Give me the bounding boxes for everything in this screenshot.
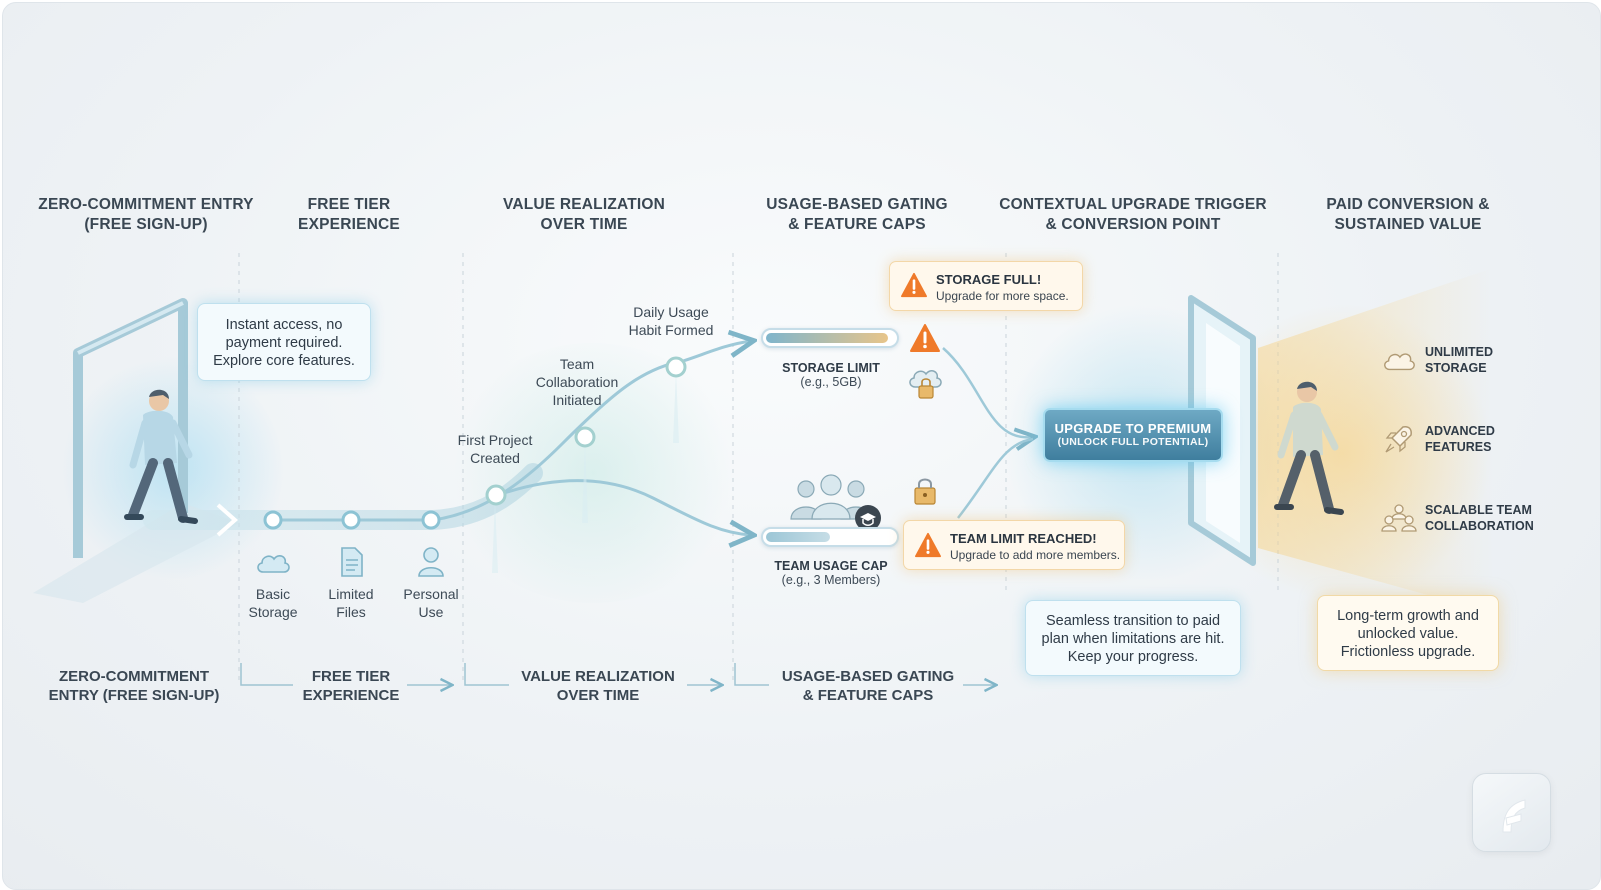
entry-person-icon xyxy=(124,389,198,524)
paid-person-icon xyxy=(1274,381,1344,515)
team-usage-fill xyxy=(766,532,830,542)
team-limit-alert: TEAM LIMIT REACHED! Upgrade to add more … xyxy=(903,520,1125,570)
team-icon xyxy=(1381,504,1417,532)
storage-alert-text: Upgrade for more space. xyxy=(936,289,1069,303)
track-chevron xyxy=(216,503,239,537)
warning-icon xyxy=(901,272,927,298)
cloud-lock-icon xyxy=(909,370,942,399)
storage-limit-bar xyxy=(761,328,899,348)
team-usage-title: TEAM USAGE CAP xyxy=(774,559,888,573)
storage-to-upgrade xyxy=(942,347,1033,437)
heading-paid: PAID CONVERSION & SUSTAINED VALUE xyxy=(1326,196,1490,233)
team-icon xyxy=(790,474,881,531)
storage-full-alert: STORAGE FULL! Upgrade for more space. xyxy=(889,261,1083,311)
heading-entry: ZERO-COMMITMENT ENTRY (FREE SIGN-UP) xyxy=(38,196,254,233)
feature-label-personal: Personal Use xyxy=(403,586,459,620)
team-usage-label: TEAM USAGE CAP (e.g., 3 Members) xyxy=(774,559,887,587)
file-icon xyxy=(341,547,363,577)
feature-label-files: Limited Files xyxy=(328,586,374,620)
upgrade-button-sublabel: (UNLOCK FULL POTENTIAL) xyxy=(1057,436,1209,448)
growth-curve xyxy=(273,341,751,522)
benefit-advanced-features: ADVANCED FEATURES xyxy=(1425,424,1495,454)
footer-stage-value: VALUE REALIZATION OVER TIME xyxy=(521,668,675,704)
growth-note: Long-term growth and unlocked value. Fri… xyxy=(1317,595,1499,671)
footer-stage-free-tier: FREE TIER EXPERIENCE xyxy=(302,668,400,704)
footer-stage-gating: USAGE-BASED GATING & FEATURE CAPS xyxy=(781,668,955,704)
footer-connectors xyxy=(240,663,995,685)
upgrade-to-premium-button[interactable]: UPGRADE TO PREMIUM (UNLOCK FULL POTENTIA… xyxy=(1043,408,1223,462)
team-alert-title: TEAM LIMIT REACHED! xyxy=(950,531,1097,546)
benefit-scalable-team: SCALABLE TEAM COLLABORATION xyxy=(1425,503,1534,533)
free-track xyxy=(143,463,543,530)
team-usage-subtitle: (e.g., 3 Members) xyxy=(781,573,881,587)
team-branch xyxy=(497,479,751,535)
heading-value: VALUE REALIZATION OVER TIME xyxy=(502,196,666,233)
milestone-first-project: First Project Created xyxy=(457,432,533,466)
warning-icon xyxy=(915,532,941,558)
brand-logo xyxy=(1472,773,1551,852)
feature-nodes xyxy=(263,510,441,530)
entry-door-icon xyxy=(73,298,188,558)
team-usage-bar xyxy=(761,527,899,547)
cloud-icon xyxy=(257,554,290,573)
logo-mark-icon xyxy=(1502,799,1526,833)
cloud-icon xyxy=(1384,353,1415,371)
benefit-unlimited-storage: UNLIMITED STORAGE xyxy=(1425,345,1494,375)
transition-note: Seamless transition to paid plan when li… xyxy=(1025,600,1241,676)
storage-alert-title: STORAGE FULL! xyxy=(936,272,1042,287)
heading-gating: USAGE-BASED GATING & FEATURE CAPS xyxy=(766,196,948,233)
heading-free-tier: FREE TIER EXPERIENCE xyxy=(298,196,400,233)
milestone-team-collab: Team Collaboration Initiated xyxy=(535,356,619,408)
storage-limit-fill xyxy=(766,333,888,343)
milestone-beams xyxy=(492,371,679,573)
storage-limit-label: STORAGE LIMIT (e.g., 5GB) xyxy=(782,361,880,389)
journey-flow xyxy=(33,253,1493,889)
team-alert-text: Upgrade to add more members. xyxy=(950,548,1121,562)
rocket-icon xyxy=(1385,426,1412,453)
heading-upgrade-trigger: CONTEXTUAL UPGRADE TRIGGER & CONVERSION … xyxy=(999,196,1267,233)
milestone-nodes xyxy=(485,356,687,506)
feature-label-storage: Basic Storage xyxy=(248,586,298,620)
team-to-upgrade xyxy=(957,437,1034,519)
storage-limit-title: STORAGE LIMIT xyxy=(782,361,880,375)
milestone-daily-usage: Daily Usage Habit Formed xyxy=(628,304,714,338)
lock-icon xyxy=(914,478,936,505)
user-icon xyxy=(418,547,444,577)
entry-note: Instant access, no payment required. Exp… xyxy=(197,303,371,381)
storage-limit-subtitle: (e.g., 5GB) xyxy=(800,375,862,389)
upgrade-button-label: UPGRADE TO PREMIUM xyxy=(1054,421,1212,436)
value-beam xyxy=(1258,268,1493,613)
footer-stage-entry: ZERO-COMMITMENT ENTRY (FREE SIGN-UP) xyxy=(48,668,220,704)
warning-icon xyxy=(910,324,940,352)
